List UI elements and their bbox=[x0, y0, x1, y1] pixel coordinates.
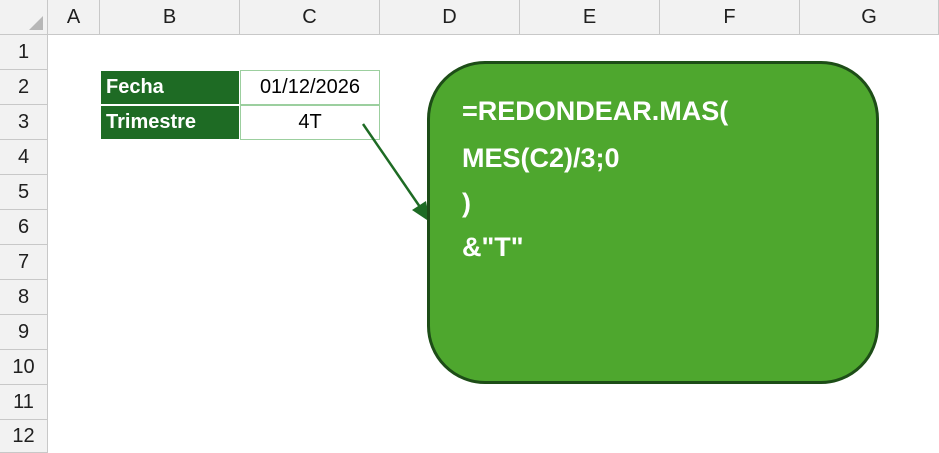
select-all-triangle-icon bbox=[29, 16, 43, 30]
formula-line-2: MES(C2)/3;0 bbox=[462, 143, 620, 173]
row-header-1[interactable]: 1 bbox=[0, 35, 48, 70]
row-header-6[interactable]: 6 bbox=[0, 210, 48, 245]
column-header-b[interactable]: B bbox=[100, 0, 240, 35]
formula-line-3: ) bbox=[462, 188, 471, 218]
column-header-a[interactable]: A bbox=[48, 0, 100, 35]
row-header-10[interactable]: 10 bbox=[0, 350, 48, 385]
column-header-e[interactable]: E bbox=[520, 0, 660, 35]
column-header-f[interactable]: F bbox=[660, 0, 800, 35]
formula-line-4: &"T" bbox=[462, 232, 524, 262]
select-all-corner[interactable] bbox=[0, 0, 48, 35]
column-header-c[interactable]: C bbox=[240, 0, 380, 35]
row-header-12[interactable]: 12 bbox=[0, 420, 48, 453]
cell-c3-trimestre-value[interactable]: 4T bbox=[240, 105, 380, 140]
formula-line-1: =REDONDEAR.MAS( bbox=[462, 96, 729, 126]
row-header-4[interactable]: 4 bbox=[0, 140, 48, 175]
column-header-d[interactable]: D bbox=[380, 0, 520, 35]
row-header-7[interactable]: 7 bbox=[0, 245, 48, 280]
row-header-9[interactable]: 9 bbox=[0, 315, 48, 350]
row-header-11[interactable]: 11 bbox=[0, 385, 48, 420]
column-header-g[interactable]: G bbox=[800, 0, 939, 35]
formula-callout[interactable]: =REDONDEAR.MAS( MES(C2)/3;0 ) &"T" bbox=[427, 61, 879, 384]
cell-b3-trimestre-label[interactable]: Trimestre bbox=[100, 105, 240, 140]
row-header-3[interactable]: 3 bbox=[0, 105, 48, 140]
cell-b2-fecha-label[interactable]: Fecha bbox=[100, 70, 240, 105]
cell-c2-fecha-value[interactable]: 01/12/2026 bbox=[240, 70, 380, 105]
row-header-8[interactable]: 8 bbox=[0, 280, 48, 315]
row-header-2[interactable]: 2 bbox=[0, 70, 48, 105]
row-header-5[interactable]: 5 bbox=[0, 175, 48, 210]
